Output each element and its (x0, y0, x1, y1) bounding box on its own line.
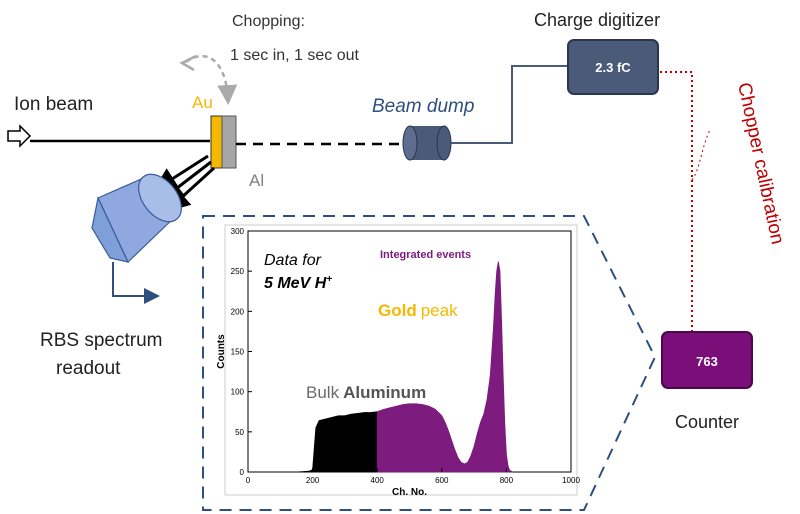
y-tick-label: 250 (231, 267, 245, 276)
rbs-detector (91, 173, 182, 264)
calibration-brace (691, 129, 711, 181)
beam-dump-label: Beam dump (372, 96, 474, 117)
chopping-arrow-tail-icon (179, 54, 197, 72)
calibration-link (660, 71, 693, 371)
y-tick-label: 150 (231, 348, 245, 357)
y-tick-label: 50 (235, 428, 244, 437)
y-tick-label: 300 (231, 227, 245, 236)
beam-energy-label: 5 MeV H+ (264, 274, 332, 292)
spectrum-series-0 (296, 411, 378, 473)
x-tick-label: 400 (371, 476, 385, 485)
aluminum-layer (221, 115, 237, 169)
x-tick-label: 600 (435, 476, 449, 485)
beam-dump-end (436, 125, 452, 161)
x-tick-label: 200 (306, 476, 320, 485)
chopping-title: Chopping: (232, 13, 305, 30)
ion-beam-label: Ion beam (14, 94, 93, 115)
counter-label: Counter (675, 412, 739, 432)
y-axis-label: Counts (216, 334, 227, 369)
counter-value: 763 (696, 354, 718, 369)
x-tick-label: 1000 (562, 476, 580, 485)
chopper-calibration-label: Chopper calibration (733, 81, 788, 247)
y-tick-label: 200 (231, 307, 245, 316)
y-tick-label: 100 (231, 388, 245, 397)
integrated-events-label: Integrated events (380, 249, 471, 261)
x-tick-label: 0 (246, 476, 251, 485)
chopping-detail: 1 sec in, 1 sec out (230, 47, 360, 64)
gold-layer (210, 115, 223, 169)
charge-digitizer-box (567, 39, 659, 95)
al-label: Al (249, 171, 264, 190)
rbs-label-line1: RBS spectrum (40, 330, 162, 351)
counter-box (661, 331, 753, 389)
charge-digitizer-label: Charge digitizer (534, 10, 660, 30)
y-tick-label: 0 (240, 468, 245, 477)
digitizer-wire (451, 65, 568, 144)
au-label: Au (192, 93, 213, 112)
spectrum-series-1 (376, 261, 514, 473)
chopping-arrow (185, 54, 238, 105)
readout-arrow (112, 262, 160, 304)
ion-beam-arrow-icon (7, 124, 32, 148)
x-axis-label: Ch. No. (392, 487, 427, 498)
spectrum-callout-frame (202, 215, 657, 511)
rbs-spectrum-chart: 0 200 400 600 800 1000 0 50 100 150 200 250 300 Ch. … (216, 224, 580, 498)
charge-value: 2.3 fC (595, 60, 631, 75)
beam-dump-face (402, 125, 418, 161)
rbs-label-line2: readout (56, 358, 121, 379)
x-tick-label: 800 (500, 476, 514, 485)
data-for-label: Data for (264, 252, 322, 269)
